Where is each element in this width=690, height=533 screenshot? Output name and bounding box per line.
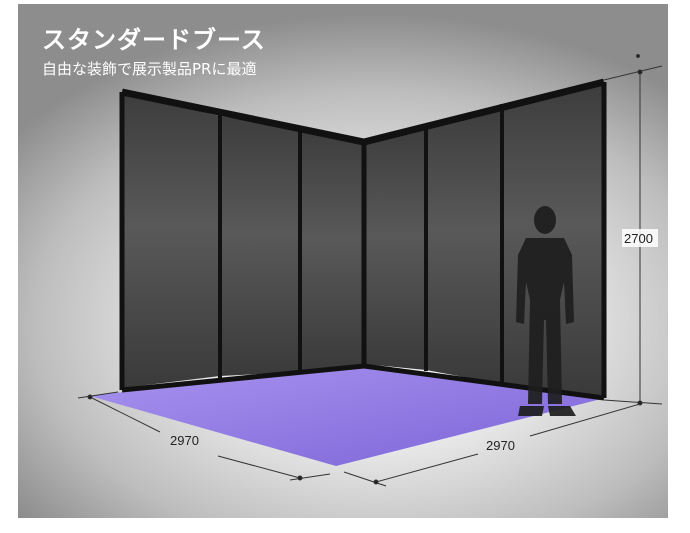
left-wall [122,94,364,388]
person-silhouette-icon [516,206,576,416]
booth-floor [90,364,605,466]
page-title: スタンダードブース [42,26,266,54]
right-width-dimension [343,403,641,487]
left-width-dimension [77,391,331,481]
booth-frame [119,78,607,401]
page-subtitle: 自由な装飾で展示製品PRに最適 [42,60,257,78]
right-width-label: 2970 [486,438,515,453]
left-width-label: 2970 [170,433,199,448]
height-label: 2700 [624,231,653,246]
right-wall [364,84,604,396]
height-label-background [622,229,658,247]
